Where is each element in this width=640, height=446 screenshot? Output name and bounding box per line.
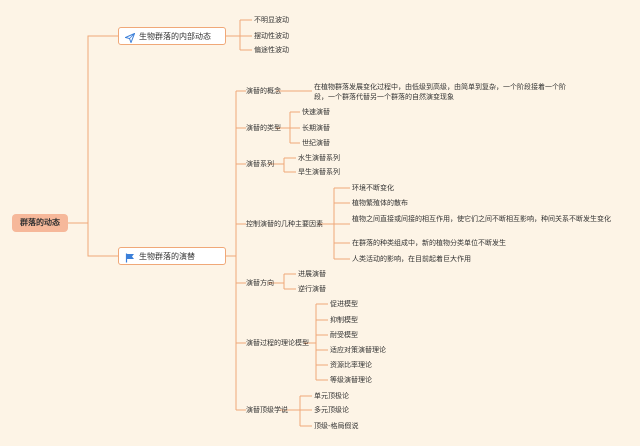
models-node[interactable]: 演替过程的理论模型 [246,339,309,347]
branch-succession-label: 生物群落的演替 [139,252,195,261]
factors-item-5[interactable]: 人类活动的影响，在目前起着巨大作用 [352,255,471,263]
direction-item-2[interactable]: 逆行演替 [298,285,326,293]
types-node[interactable]: 演替的类型 [246,124,281,132]
branch-internal-dynamics[interactable]: 生物群落的内部动态 [118,27,226,45]
paper-plane-icon [123,32,136,44]
types-item-1[interactable]: 快速演替 [302,108,330,116]
internal-item-2[interactable]: 摆动性波动 [254,32,289,40]
types-item-3[interactable]: 世纪演替 [302,139,330,147]
concept-text: 在植物群落发展变化过程中，由低级到高级，由简单到复杂，一个阶段接着一个阶段，一个… [314,83,566,101]
factors-item-4[interactable]: 在群落的种类组成中，新的植物分类单位不断发生 [352,239,506,247]
factors-item-1[interactable]: 环境不断变化 [352,184,394,192]
flag-icon [125,252,135,263]
series-item-1[interactable]: 水生演替系列 [298,154,340,162]
internal-item-3[interactable]: 偏途性波动 [254,46,289,54]
climax-item-2[interactable]: 多元顶级论 [314,406,349,414]
climax-item-3[interactable]: 顶级-格局假说 [314,422,359,430]
models-item-6[interactable]: 等级演替理论 [330,376,372,384]
direction-item-1[interactable]: 进展演替 [298,270,326,278]
models-item-1[interactable]: 促进模型 [330,300,358,308]
root-node[interactable]: 群落的动态 [12,214,68,232]
series-item-2[interactable]: 旱生演替系列 [298,168,340,176]
models-item-2[interactable]: 抑制模型 [330,316,358,324]
models-item-3[interactable]: 耐受模型 [330,331,358,339]
branch-internal-label: 生物群落的内部动态 [139,32,211,41]
models-item-5[interactable]: 资源比率理论 [330,361,372,369]
series-node[interactable]: 演替系列 [246,160,274,168]
concept-node[interactable]: 演替的概念 [246,87,281,95]
factors-item-2[interactable]: 植物繁殖体的散布 [352,199,408,207]
types-item-2[interactable]: 长期演替 [302,124,330,132]
models-item-4[interactable]: 适应对策演替理论 [330,346,386,354]
factors-node[interactable]: 控制演替的几种主要因素 [246,220,323,228]
branch-succession[interactable]: 生物群落的演替 [118,247,226,265]
direction-node[interactable]: 演替方向 [246,279,274,287]
climax-node[interactable]: 演替顶级学说 [246,406,288,414]
internal-item-1[interactable]: 不明显波动 [254,16,289,24]
factors-item-3[interactable]: 植物之间直接或间接的相互作用，使它们之间不断相互影响，种间关系不断发生变化 [352,215,611,223]
climax-item-1[interactable]: 单元顶极论 [314,392,349,400]
